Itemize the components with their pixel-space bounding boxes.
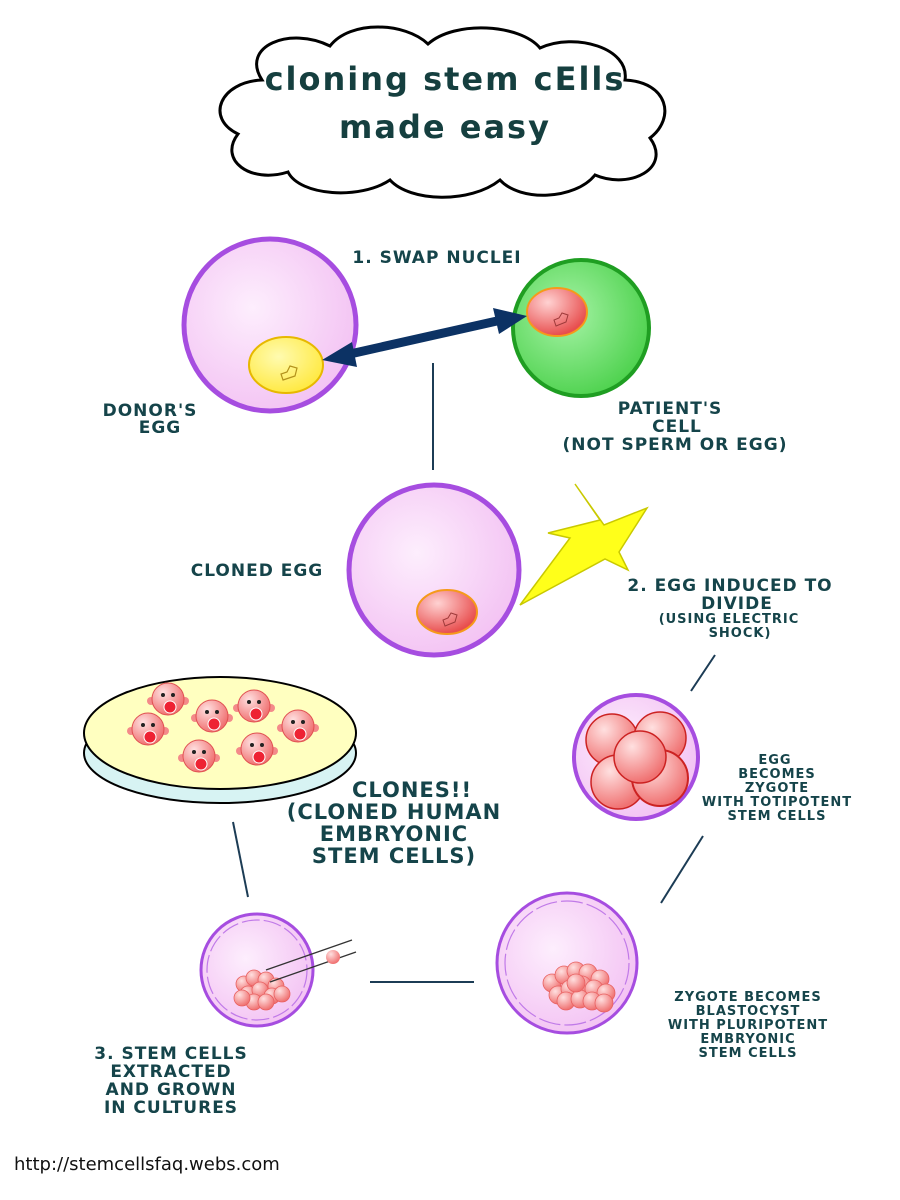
donor-egg-nucleus	[248, 336, 324, 394]
cloned-egg	[346, 482, 522, 658]
blastocyst-membrane	[495, 891, 639, 1035]
stem-cell	[273, 985, 291, 1003]
title-line-2: made easy	[339, 108, 551, 146]
culture-dish	[83, 676, 357, 804]
label-blastocyst-5: STEM CELLS	[699, 1046, 798, 1061]
label-blastocyst-2: BLASTOCYST	[696, 1004, 801, 1019]
swap-arrow	[322, 308, 527, 367]
cloned-egg-nucleus	[416, 589, 478, 635]
dna-squiggle-icon	[553, 312, 569, 327]
label-zygote-3: ZYGOTE	[745, 781, 809, 796]
zygote	[572, 693, 700, 821]
clone-cell-icon	[233, 689, 275, 723]
label-zygote-2: BECOMES	[738, 767, 816, 782]
blastocyst-inner-ring	[504, 900, 630, 1026]
label-extracted-4: IN CULTURES	[104, 1098, 238, 1118]
donor-egg	[181, 236, 359, 414]
label-blastocyst-4: EMBRYONIC	[700, 1032, 795, 1047]
cloud-shape	[218, 25, 667, 199]
clone-cells	[127, 682, 319, 773]
extraction-blastocyst	[199, 912, 357, 1028]
label-egg-induced-3: (USING ELECTRIC	[659, 612, 800, 627]
label-patients-cell-1: PATIENT'S	[618, 399, 723, 419]
label-extracted-1: 3. STEM CELLS	[94, 1044, 248, 1064]
lightning-bolt-icon	[519, 483, 649, 606]
patient-cell-nucleus	[526, 287, 588, 337]
label-extracted-3: AND GROWN	[106, 1080, 237, 1100]
clone-cell-icon	[178, 739, 220, 773]
label-zygote-5: STEM CELLS	[728, 809, 827, 824]
label-clones-4: STEM CELLS)	[312, 844, 476, 868]
label-egg-induced-1: 2. EGG INDUCED TO	[627, 576, 832, 596]
clone-cell-icon	[147, 682, 189, 716]
pipette-line	[265, 939, 353, 971]
label-clones-2: (CLONED HUMAN	[287, 800, 502, 824]
connector-line	[690, 654, 716, 692]
label-blastocyst-3: WITH PLURIPOTENT	[668, 1018, 828, 1033]
title-cloud: cloning stem cElls made easy	[218, 25, 667, 199]
clone-cell-icon	[127, 712, 169, 746]
label-egg-induced-4: SHOCK)	[709, 626, 772, 641]
clone-cell-icon	[236, 732, 278, 766]
label-swap-nuclei: 1. SWAP NUCLEI	[352, 248, 521, 268]
label-clones-3: EMBRYONIC	[320, 822, 468, 846]
label-patients-cell-3: (NOT SPERM OR EGG)	[563, 435, 788, 455]
label-extracted-2: EXTRACTED	[110, 1062, 231, 1082]
label-patients-cell-2: CELL	[652, 417, 702, 437]
clone-cell-icon	[277, 709, 319, 743]
label-donor-egg-1: DONOR'S	[103, 401, 198, 421]
label-clones-1: CLONES!!	[352, 778, 472, 802]
label-egg-induced-2: DIVIDE	[701, 594, 773, 614]
label-zygote-1: EGG	[758, 753, 791, 768]
extraction-inner-ring	[206, 919, 308, 1021]
dna-squiggle-icon	[280, 365, 298, 381]
dna-squiggle-icon	[442, 612, 458, 627]
label-zygote-4: WITH TOTIPOTENT	[702, 795, 852, 810]
stem-cell	[233, 989, 251, 1007]
arrow-head-right-icon	[493, 308, 527, 334]
blastocyst	[495, 891, 639, 1035]
extracted-cell	[326, 950, 340, 964]
swap-arrow-shaft	[349, 316, 498, 359]
pipette-line	[269, 951, 357, 983]
arrow-head-left-icon	[322, 342, 357, 367]
zygote-cell	[613, 730, 667, 784]
label-cloned-egg: CLONED EGG	[191, 561, 324, 581]
connector-line	[660, 835, 704, 904]
inner-cell-mass	[233, 969, 291, 1011]
stem-cell	[566, 973, 586, 993]
stem-cell	[257, 993, 275, 1011]
stem-cell	[594, 993, 614, 1013]
dish-medium	[83, 676, 357, 790]
clone-cell-icon	[191, 699, 233, 733]
label-donor-egg-2: EGG	[139, 418, 182, 438]
patient-cell	[511, 258, 651, 398]
inner-cell-mass	[542, 961, 616, 1013]
connector-line	[232, 821, 249, 898]
title-line-1: cloning stem cElls	[265, 60, 626, 98]
label-blastocyst-1: ZYGOTE BECOMES	[674, 990, 821, 1005]
footer-url: http://stemcellsfaq.webs.com	[14, 1154, 280, 1175]
